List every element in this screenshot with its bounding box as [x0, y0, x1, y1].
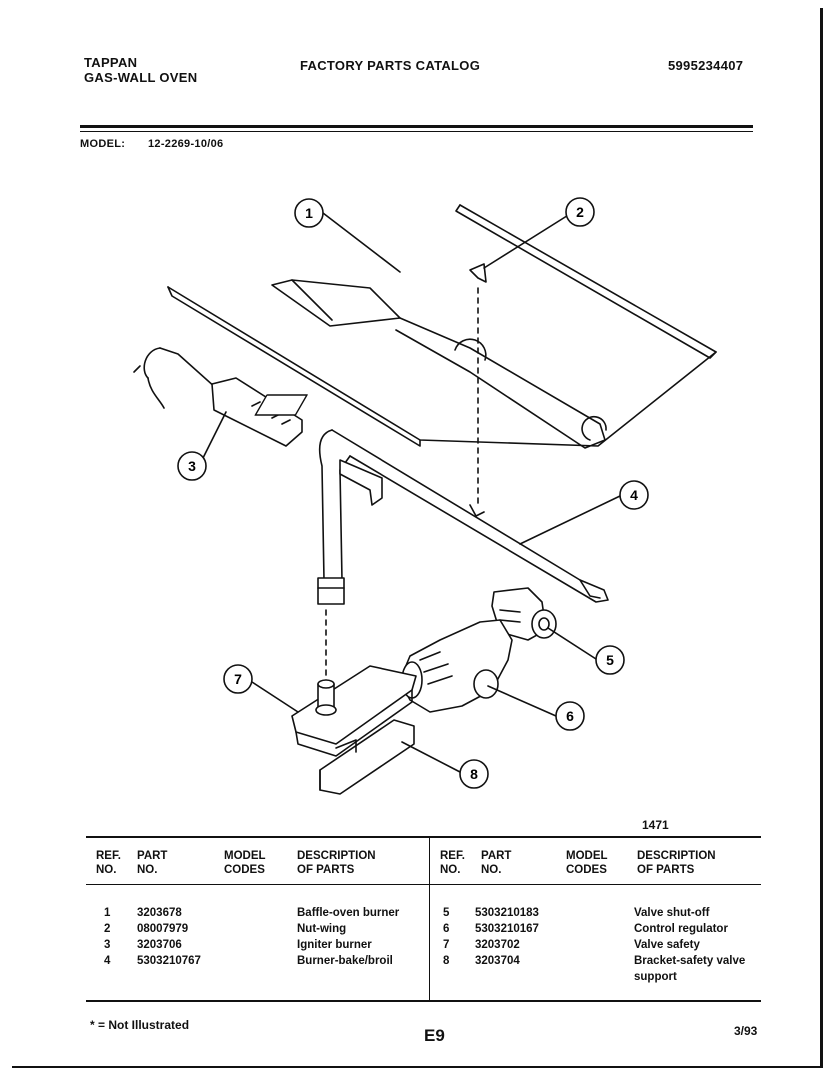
- footnote: * = Not Illustrated: [90, 1018, 190, 1032]
- table-header-rule: [86, 884, 761, 885]
- row-part-number: 5303210767: [137, 955, 201, 967]
- callout-5: 5: [595, 645, 625, 675]
- brand-name: TAPPAN: [84, 55, 138, 70]
- row-ref: 7: [443, 939, 450, 951]
- row-ref: 1: [104, 907, 111, 919]
- svg-text:8: 8: [470, 766, 478, 782]
- callout-2: 2: [565, 197, 595, 227]
- table-divider: [429, 838, 430, 1000]
- row-part-number: 3203704: [475, 955, 520, 967]
- table-top-rule: [86, 836, 761, 838]
- table-bottom-rule: [86, 1000, 761, 1002]
- row-part-number: 5303210183: [475, 907, 539, 919]
- row-description: Control regulator: [634, 923, 728, 935]
- row-description: Burner-bake/broil: [297, 955, 393, 967]
- valve-safety-part: [291, 665, 417, 757]
- row-part-number: 3203702: [475, 939, 520, 951]
- page-number: E9: [424, 1026, 445, 1045]
- row-part-number: 08007979: [137, 923, 189, 935]
- figure-number: 1471: [642, 818, 669, 832]
- row-description: Bracket-safety valve: [634, 955, 746, 967]
- header-rule-thin: [80, 131, 753, 132]
- row-ref: 6: [443, 923, 450, 935]
- catalog-number: 5995234407: [668, 58, 744, 73]
- callout-8: 8: [459, 759, 489, 789]
- bracket-safety-valve-support-part: [319, 719, 415, 795]
- nut-wing-part: [469, 263, 487, 283]
- igniter-burner-part: [133, 347, 308, 447]
- catalog-title: FACTORY PARTS CATALOG: [300, 58, 481, 73]
- callout-3: 3: [177, 451, 207, 481]
- date-code: 3/93: [734, 1024, 758, 1038]
- svg-text:6: 6: [566, 708, 574, 724]
- product-name: GAS-WALL OVEN: [84, 70, 198, 85]
- callout-7: 7: [223, 664, 253, 694]
- model-label: MODEL:: [80, 138, 126, 150]
- svg-text:2: 2: [576, 204, 584, 220]
- callout-6: 6: [555, 701, 585, 731]
- model-number: 12-2269-10/06: [148, 138, 224, 150]
- row-description-continued: support: [634, 971, 677, 983]
- row-ref: 4: [104, 955, 111, 967]
- row-ref: 3: [104, 939, 111, 951]
- row-description: Baffle-oven burner: [297, 907, 400, 919]
- baffle-oven-burner-part: [167, 204, 717, 449]
- row-part-number: 5303210167: [475, 923, 539, 935]
- svg-text:7: 7: [234, 671, 242, 687]
- svg-text:5: 5: [606, 652, 614, 668]
- callout-1: 1: [294, 198, 324, 228]
- burner-bake-broil-part: [317, 429, 609, 605]
- row-description: Valve safety: [634, 939, 700, 951]
- row-description: Nut-wing: [297, 923, 347, 935]
- header-ref-right: REF.NO.: [440, 850, 465, 876]
- row-description: Igniter burner: [297, 939, 372, 951]
- row-ref: 2: [104, 923, 111, 935]
- header-ref: REF.NO.: [96, 850, 121, 876]
- svg-text:1: 1: [305, 205, 313, 221]
- header-rule-thick: [80, 125, 753, 128]
- row-part-number: 3203678: [137, 907, 182, 919]
- svg-text:3: 3: [188, 458, 196, 474]
- row-ref: 8: [443, 955, 450, 967]
- valve-shut-off-part: [491, 587, 557, 641]
- row-description: Valve shut-off: [634, 907, 710, 919]
- row-part-number: 3203706: [137, 939, 182, 951]
- control-regulator-part: [399, 619, 513, 713]
- callout-4: 4: [619, 480, 649, 510]
- svg-text:4: 4: [630, 487, 638, 503]
- row-ref: 5: [443, 907, 450, 919]
- page-frame: [12, 8, 823, 1068]
